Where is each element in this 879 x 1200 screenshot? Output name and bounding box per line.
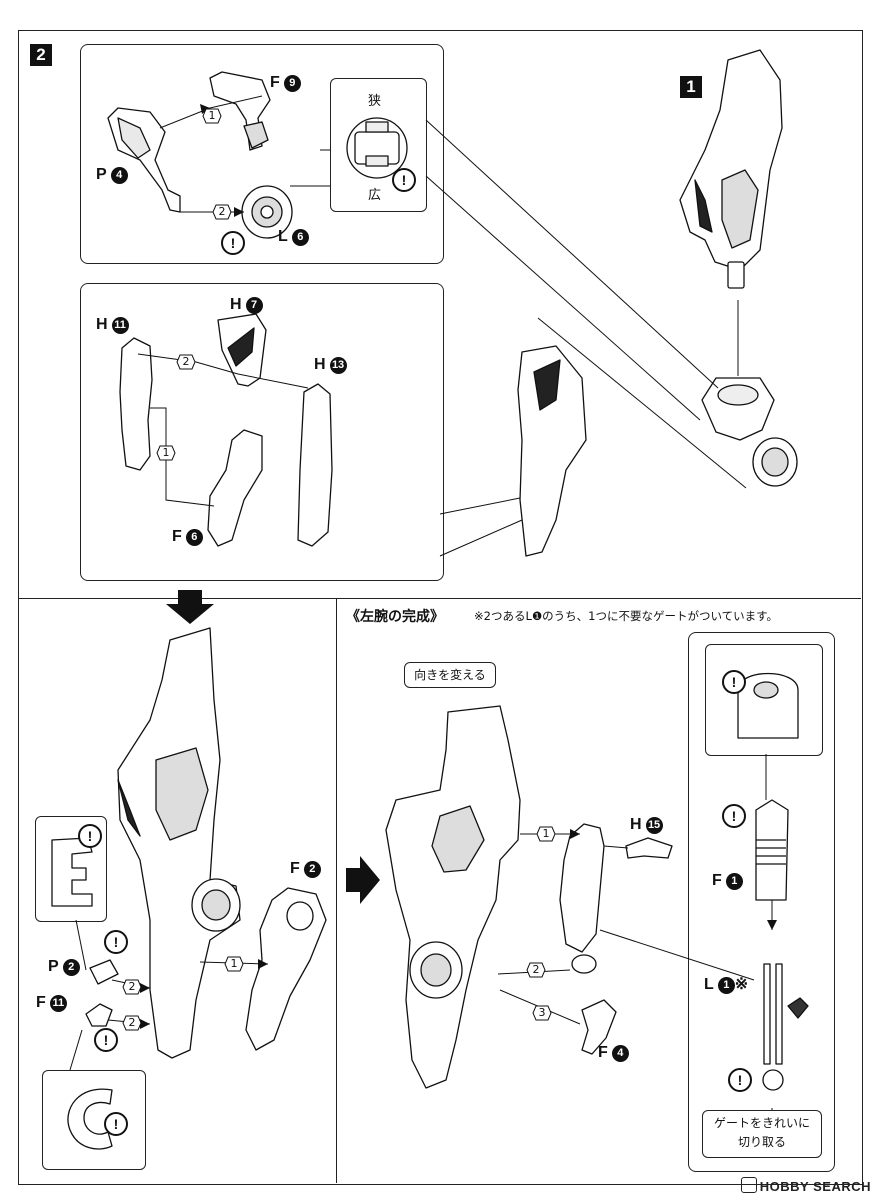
- section-note: ※2つあるL❶のうち、1つに不要なゲートがついています。: [474, 609, 778, 623]
- sequence-1-middle: 1: [156, 445, 176, 461]
- detail-narrow-label: 狭: [368, 94, 382, 109]
- page-border: [18, 30, 863, 1185]
- caution-icon-f11: !: [94, 1028, 118, 1052]
- gate-trim-callout: ゲートをきれいに 切り取る: [702, 1110, 822, 1158]
- caution-icon-f1-zoom: !: [722, 670, 746, 694]
- sequence-2-right: 2: [526, 962, 546, 978]
- turn-direction-callout: 向きを変える: [404, 662, 496, 688]
- sequence-2-f11: 2: [122, 1015, 142, 1031]
- caution-icon-p2: !: [104, 930, 128, 954]
- zoom-box-f11: [42, 1070, 146, 1170]
- gate-trim-line1: ゲートをきれいに: [713, 1116, 810, 1130]
- sequence-2-top: 2: [212, 204, 232, 220]
- caution-icon-f1: !: [722, 804, 746, 828]
- gate-trim-line2: 切り取る: [737, 1135, 786, 1149]
- caution-icon-f11-zoom: !: [104, 1112, 128, 1136]
- vertical-divider: [336, 598, 337, 1183]
- hobby-search-watermark: HOBBY SEARCH: [740, 1177, 871, 1194]
- watermark-logo-icon: [740, 1177, 757, 1193]
- detail-wide-label: 広: [368, 188, 382, 203]
- sequence-2-middle: 2: [176, 354, 196, 370]
- caution-icon-detail: !: [392, 168, 416, 192]
- turn-direction-text: 向きを変える: [414, 668, 486, 682]
- sequence-1-top: 1: [202, 108, 222, 124]
- sequence-1-right: 1: [536, 826, 556, 842]
- section-title: 《左腕の完成》: [346, 609, 444, 625]
- sequence-2-p2: 2: [122, 979, 142, 995]
- sequence-3-right: 3: [532, 1005, 552, 1021]
- caution-icon-l1: !: [728, 1068, 752, 1092]
- caution-icon-top-1: !: [221, 231, 245, 255]
- step-2-badge: 2: [30, 44, 52, 66]
- horizontal-divider: [18, 598, 861, 599]
- step-1-badge: 1: [680, 76, 702, 98]
- sequence-1-bottom-left: 1: [224, 956, 244, 972]
- caution-icon-p2-zoom: !: [78, 824, 102, 848]
